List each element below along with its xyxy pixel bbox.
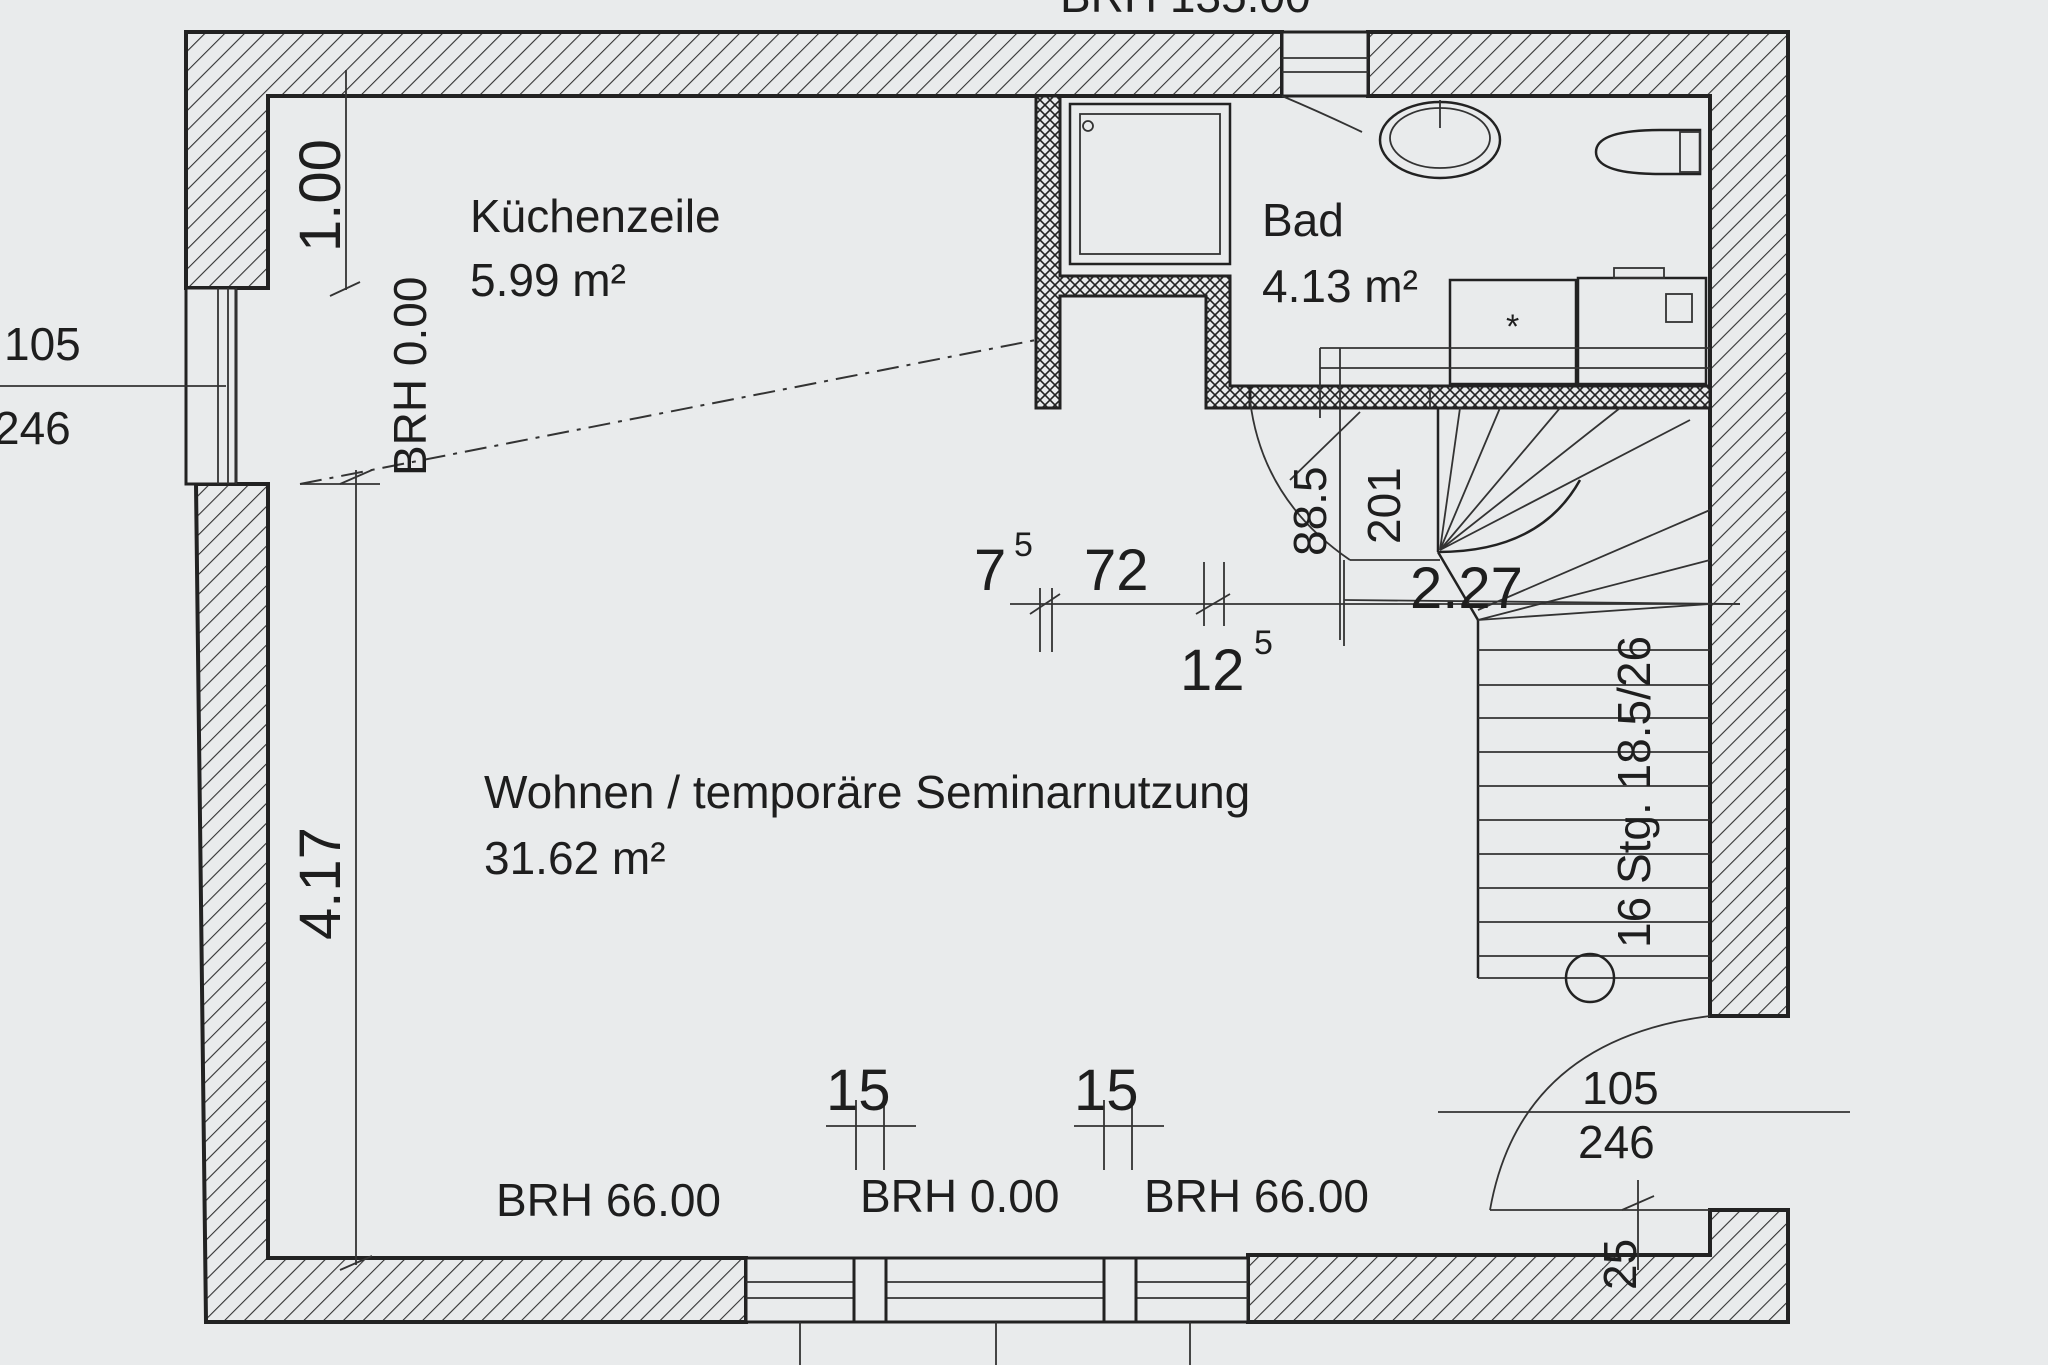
bath-door [1249, 399, 1440, 561]
sink [1378, 100, 1502, 180]
dim-12: 12 [1180, 638, 1245, 703]
dim-2-27: 2.27 [1410, 556, 1523, 621]
dim-7: 7 [974, 538, 1006, 603]
dim-72: 72 [1084, 538, 1149, 603]
dim-88-5: 88.5 [1284, 466, 1336, 556]
label-left-105: 105 [4, 318, 81, 370]
dim-7-sup: 5 [1014, 526, 1033, 564]
label-door-105: 105 [1582, 1062, 1659, 1114]
label-brh-66-b: BRH 66.00 [1144, 1170, 1369, 1222]
dimension-lines [0, 70, 1740, 1271]
room-living-area: 31.62 m² [484, 832, 666, 884]
room-kitchen-name: Küchenzeile [470, 190, 721, 242]
dim-15-a: 15 [826, 1058, 891, 1123]
room-kitchen-area: 5.99 m² [470, 254, 626, 306]
dim-1-00: 1.00 [288, 139, 353, 252]
label-left-246: 246 [0, 402, 71, 454]
inner-walls [1034, 94, 1712, 410]
label-door-246: 246 [1578, 1116, 1655, 1168]
windows-bottom [744, 1256, 1250, 1365]
room-living-name: Wohnen / temporäre Seminarnutzung [484, 766, 1250, 818]
svg-text:*: * [1506, 308, 1519, 346]
dim-4-17: 4.17 [288, 827, 353, 940]
window-top [1280, 30, 1370, 133]
label-brh-window-left: BRH 0.00 [384, 277, 436, 476]
room-bath-name: Bad [1262, 194, 1344, 246]
wall-top-right [1366, 30, 1790, 1018]
wall-right-lower [1246, 1208, 1790, 1324]
entrance-door [1438, 1015, 1850, 1211]
outer-walls [184, 30, 1790, 1324]
toilet [1594, 128, 1702, 176]
dim-12-sup: 5 [1254, 624, 1273, 662]
appliances: * [1448, 267, 1708, 386]
label-top-brh: BRH 135.00 [1060, 0, 1311, 22]
label-brh-66-a: BRH 66.00 [496, 1174, 721, 1226]
staircase [1289, 347, 1741, 1004]
label-brh-0-bottom: BRH 0.00 [860, 1170, 1059, 1222]
dim-201: 201 [1358, 467, 1410, 544]
label-stairs: 16 Stg. 18.5/26 [1608, 636, 1660, 948]
room-bath-area: 4.13 m² [1262, 260, 1418, 312]
shower-tray [1068, 102, 1232, 266]
dim-25: 25 [1594, 1239, 1646, 1290]
dim-15-b: 15 [1074, 1058, 1139, 1123]
